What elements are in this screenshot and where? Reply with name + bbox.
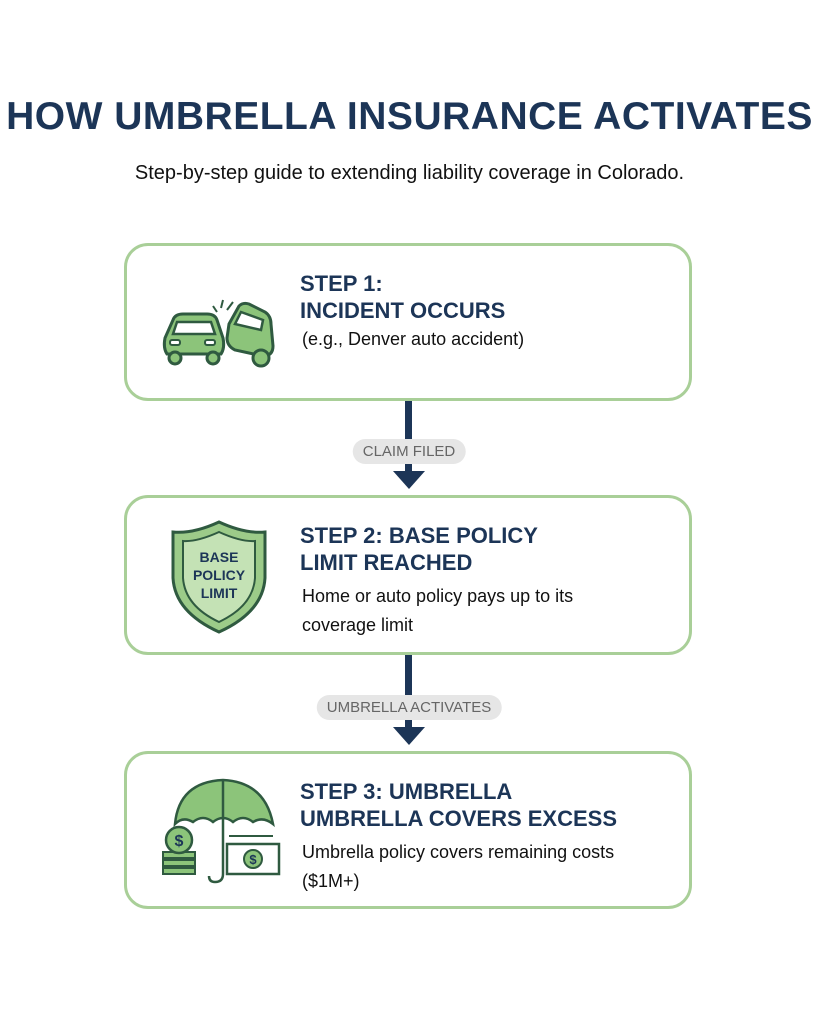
- connector-line: [405, 401, 412, 471]
- step-1-heading: STEP 1: INCIDENT OCCURS: [300, 271, 506, 323]
- arrow-down-icon: [393, 727, 425, 745]
- step-2-description: Home or auto policy pays up to its cover…: [302, 586, 574, 635]
- page-title: HOW UMBRELLA INSURANCE ACTIVATES: [6, 95, 813, 138]
- subtitle: Step-by-step guide to extending liabilit…: [134, 162, 685, 184]
- step-3-heading: STEP 3: UMBRELLA UMBRELLA COVERS EXCESS: [300, 779, 618, 831]
- step-1-card: STEP 1: INCIDENT OCCURS (e.g., Denver au…: [124, 243, 692, 401]
- arrow-down-icon: [393, 471, 425, 489]
- svg-text:$: $: [249, 852, 257, 867]
- umbrella-money-icon: $ $: [162, 778, 281, 884]
- svg-text:LIMIT: LIMIT: [201, 585, 238, 601]
- step-2-heading: STEP 2: BASE POLICY LIMIT REACHED: [300, 523, 538, 575]
- svg-text:$: $: [175, 833, 184, 850]
- step-1-description: (e.g., Denver auto accident): [302, 329, 525, 349]
- svg-text:POLICY: POLICY: [193, 567, 246, 583]
- step-3-description: Umbrella policy covers remaining costs (…: [302, 842, 615, 891]
- shield-icon: BASE POLICY LIMIT: [171, 520, 267, 634]
- connector-label: CLAIM FILED: [352, 439, 466, 464]
- step-3-card: $ $ STEP 3: UMBRELLA UMBRELLA COVERS EXC…: [124, 751, 692, 909]
- connector-line: [405, 655, 412, 727]
- connector-label: UMBRELLA ACTIVATES: [316, 695, 502, 720]
- car-crash-icon: [162, 299, 275, 368]
- svg-text:BASE: BASE: [200, 549, 239, 565]
- step-2-card: BASE POLICY LIMIT STEP 2: BASE POLICY LI…: [124, 495, 692, 655]
